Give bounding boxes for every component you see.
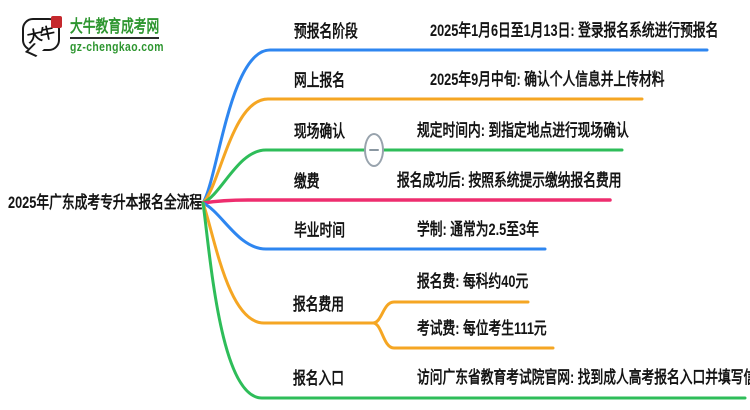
line-preregistration [201,48,709,205]
logo-speech-bubble-icon: 大牛 [22,16,62,58]
line-onsite-confirm [201,148,624,205]
branch-label-fees: 报名费用 [293,295,344,314]
child-onsite-confirm-detail: 规定时间内: 到指定地点进行现场确认 [417,121,629,140]
branch-label-signup-entry: 报名入口 [293,369,344,388]
line-online-signup [201,97,644,205]
line-graduation-time [201,201,547,251]
brand-divider [70,37,159,39]
line-signup-entry [201,201,747,400]
child-signup-entry-detail: 访问广东省教育考试院官网: 找到成人高考报名入口并填写信息 [417,368,750,387]
child-registration-fee: 报名费: 每科约40元 [417,272,529,291]
central-topic: 2025年广东成考专升本报名全流程 [8,193,203,212]
child-online-signup-detail: 2025年9月中旬: 确认个人信息并上传材料 [430,70,665,89]
branch-label-graduation-time: 毕业时间 [294,221,345,240]
line-payment [201,198,612,205]
red-seal-icon [51,16,62,28]
brand-text-block: 大牛教育成考网 gz-chengkao.com [70,17,189,54]
minus-icon [369,148,379,152]
child-graduation-time-detail: 学制: 通常为2.5至3年 [417,220,539,239]
brand-title: 大牛教育成考网 [70,17,160,36]
child-preregistration-detail: 2025年1月6日至1月13日: 登录报名系统进行预报名 [430,21,719,40]
line-fees [201,201,375,325]
line-fees-exam-fee [371,321,555,350]
branch-label-payment: 缴费 [294,172,320,191]
branch-label-onsite-confirm: 现场确认 [294,122,345,141]
branch-label-online-signup: 网上报名 [294,71,345,90]
child-exam-fee: 考试费: 每位考生111元 [417,319,547,338]
branch-label-preregistration: 预报名阶段 [294,22,358,41]
brand-domain: gz-chengkao.com [70,38,164,54]
site-logo[interactable]: 大牛 大牛教育成考网 gz-chengkao.com [20,13,180,63]
child-payment-detail: 报名成功后: 按照系统提示缴纳报名费用 [397,171,622,190]
collapse-toggle-button[interactable] [364,133,384,167]
